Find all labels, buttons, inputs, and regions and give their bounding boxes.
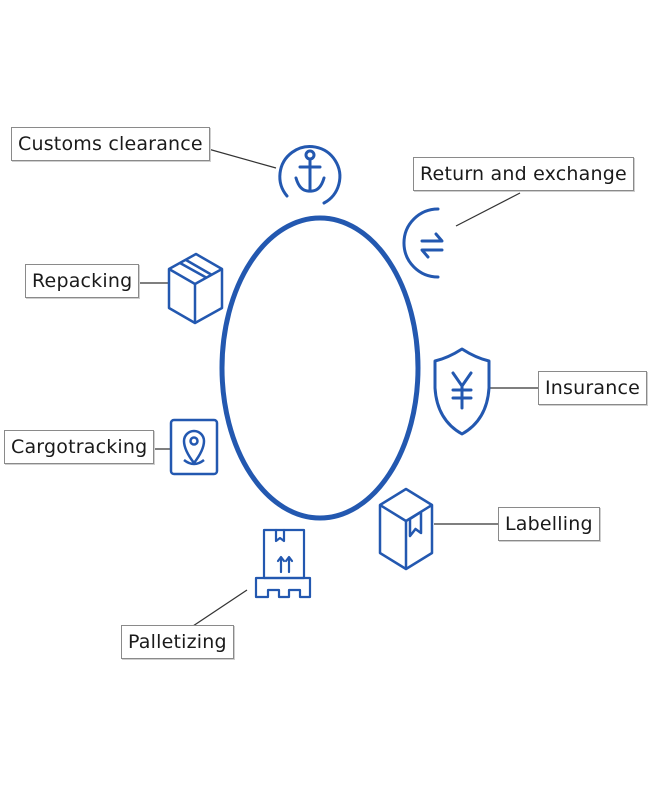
- anchor-icon: [278, 145, 342, 205]
- label-insurance: Insurance: [538, 371, 648, 405]
- connector-palletizing: [189, 589, 248, 629]
- pallet-icon: [254, 528, 312, 599]
- label-return-and-exchange: Return and exchange: [413, 157, 634, 191]
- label-repacking: Repacking: [25, 264, 140, 298]
- label-customs-clearance: Customs clearance: [11, 127, 210, 161]
- labelled-box-icon: [378, 487, 434, 571]
- label-cargotracking: Cargotracking: [4, 430, 155, 464]
- central-ring: [219, 215, 421, 521]
- exchange-arrows-icon: [402, 207, 444, 279]
- box-icon: [167, 252, 224, 325]
- location-pin-icon: [169, 418, 219, 476]
- label-palletizing: Palletizing: [121, 625, 234, 659]
- label-labelling: Labelling: [498, 507, 600, 541]
- yen-shield-icon: [433, 347, 491, 436]
- connector-return-exchange: [455, 192, 521, 227]
